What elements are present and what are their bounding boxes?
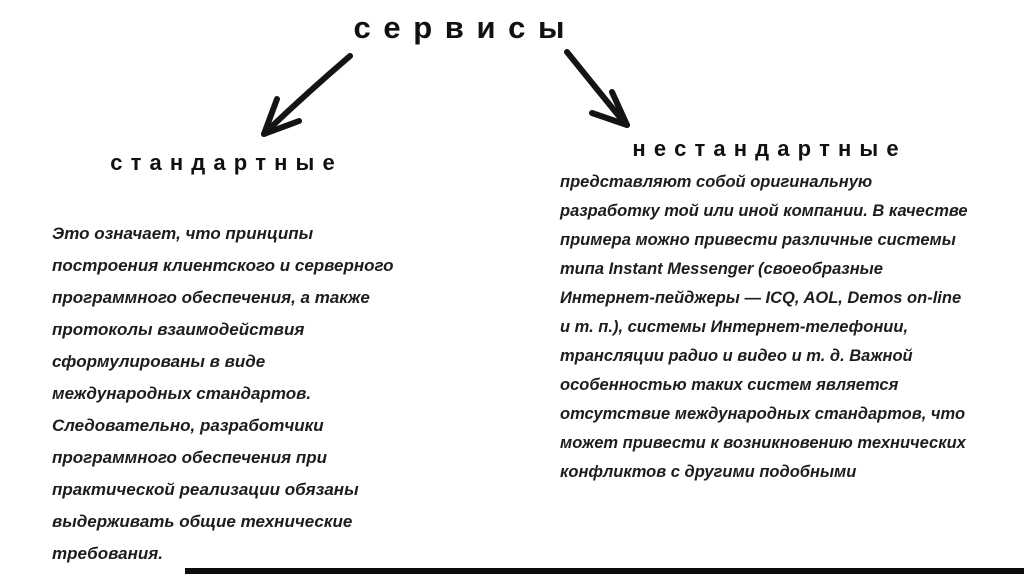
standard-services-heading: с т а н д а р т н ы е [110, 150, 336, 175]
arrow-left-icon [261, 53, 353, 137]
slide-title: с е р в и с ы [353, 10, 567, 45]
nonstandard-services-description: представляют собой оригинальную разработ… [560, 173, 968, 481]
nonstandard-services-section: н е с т а н д а р т н ы е представляют с… [560, 136, 972, 487]
standard-services-description: Это означает, что принципы построения кл… [52, 224, 394, 563]
arrow-right-icon [564, 49, 630, 128]
bottom-bar [185, 568, 1024, 574]
nonstandard-services-heading: н е с т а н д а р т н ы е [632, 136, 900, 161]
standard-services-section: с т а н д а р т н ы е Это означает, что … [52, 150, 394, 570]
